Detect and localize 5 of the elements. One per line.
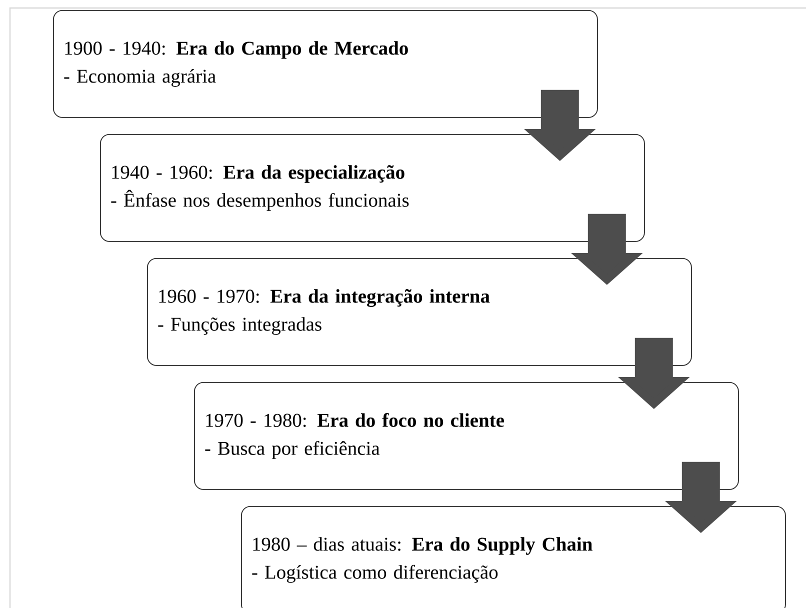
era-box: 1900 - 1940: Era do Campo de Mercado - Economia agrária (53, 10, 598, 118)
era-box: 1980 – dias atuais: Era do Supply Chain - Logística como diferenciação (241, 506, 786, 608)
era-box: 1970 - 1980: Era do foco no cliente - Busca por eficiência (194, 382, 739, 490)
era-box: 1940 - 1960: Era da especialização - Ênfase nos desempenhos funcionais (100, 134, 645, 242)
era-box: 1960 - 1970: Era da integração interna - Funções integradas (147, 258, 692, 366)
